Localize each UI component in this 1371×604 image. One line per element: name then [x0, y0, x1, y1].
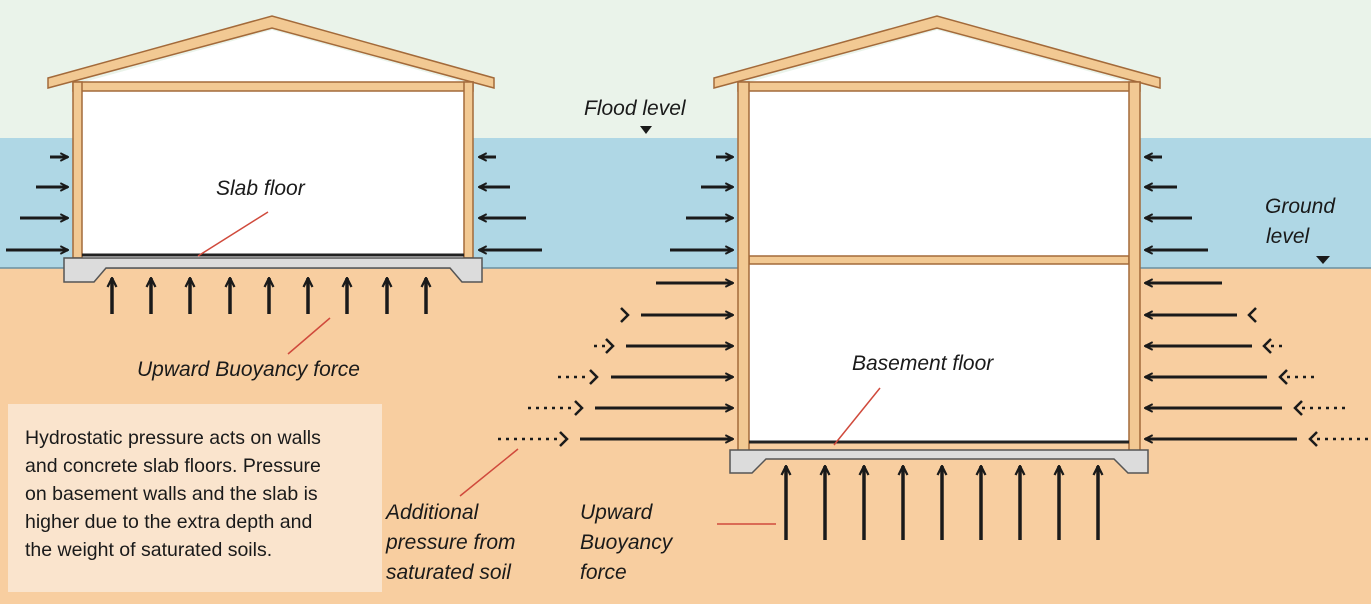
basement-foundation: [729, 449, 1149, 474]
additional-pressure-leader: [459, 448, 519, 497]
additional-pressure-label-line3: saturated soil: [386, 561, 511, 584]
note-line: Hydrostatic pressure acts on walls: [25, 427, 321, 449]
house-slab-ceiling: [72, 81, 474, 92]
upward-buoyancy-label-line2: Buoyancy: [580, 531, 673, 554]
ground-level-label-line2: level: [1266, 225, 1310, 248]
soil-pressure-arrow: [574, 400, 584, 416]
soil-pressure-arrow: [620, 307, 630, 323]
house-slab-water-arrows: [6, 157, 542, 250]
house-basement-buoyancy-arrows: [786, 466, 1098, 540]
basement-floor-leader: [833, 387, 881, 446]
upward-buoyancy-force-label: Upward Buoyancy force: [137, 358, 360, 381]
saturated-soil-dotted-arrows-left: [498, 307, 630, 447]
house-basement-left-wall: [737, 81, 750, 453]
explanation-note: Hydrostatic pressure acts on walls and c…: [8, 404, 382, 592]
soil-pressure-arrow: [1293, 400, 1303, 416]
soil-pressure-arrow: [589, 369, 599, 385]
flood-level-label: Flood level: [584, 97, 686, 120]
slab-foundation: [63, 257, 483, 283]
house-slab-attic: [84, 30, 462, 82]
house-basement-right-wall: [1128, 81, 1141, 453]
house-slab-buoyancy-arrows: [112, 278, 426, 314]
house-slab-roof: [47, 15, 495, 89]
house-slab-right-wall: [463, 81, 474, 259]
additional-pressure-label-line2: pressure from: [386, 531, 516, 554]
upward-buoyancy-label-line3: force: [580, 561, 627, 584]
note-line: on basement walls and the slab is: [25, 483, 318, 505]
soil-pressure-arrow: [1278, 369, 1288, 385]
note-line: the weight of saturated soils.: [25, 539, 273, 561]
note-line: and concrete slab floors. Pressure: [25, 455, 321, 477]
soil-pressure-arrow: [1308, 431, 1318, 447]
house-basement-mid-floor: [748, 255, 1130, 265]
basement-floor-label: Basement floor: [852, 352, 994, 375]
soil-pressure-arrow: [1262, 338, 1272, 354]
house-slab-interior: [73, 82, 473, 258]
house-basement-ceiling: [737, 81, 1141, 92]
slab-floor-label: Slab floor: [216, 177, 305, 200]
soil-pressure-arrow: [559, 431, 569, 447]
additional-pressure-label-line1: Additional: [386, 501, 479, 524]
house-basement-left-arrows: [580, 157, 733, 439]
leader-lines: [197, 211, 881, 525]
house-basement-roof: [713, 15, 1161, 89]
ground-level-marker: [1316, 256, 1330, 264]
buoyancy-force-leader: [287, 317, 331, 355]
house-basement-right-arrows: [1145, 157, 1297, 439]
house-slab-left-wall: [72, 81, 83, 259]
house-basement-attic: [750, 30, 1128, 82]
soil-pressure-arrow: [605, 338, 615, 354]
flood-level-marker: [640, 126, 652, 134]
saturated-soil-dotted-arrows-right: [1247, 307, 1368, 447]
ground-level-label-line1: Ground: [1265, 195, 1336, 218]
soil-pressure-arrow: [1247, 307, 1257, 323]
upward-buoyancy-label-line1: Upward: [580, 501, 653, 524]
house-slab: [47, 15, 495, 283]
note-line: higher due to the extra depth and: [25, 511, 313, 533]
slab-floor-leader: [197, 211, 269, 257]
house-basement: [713, 15, 1161, 474]
